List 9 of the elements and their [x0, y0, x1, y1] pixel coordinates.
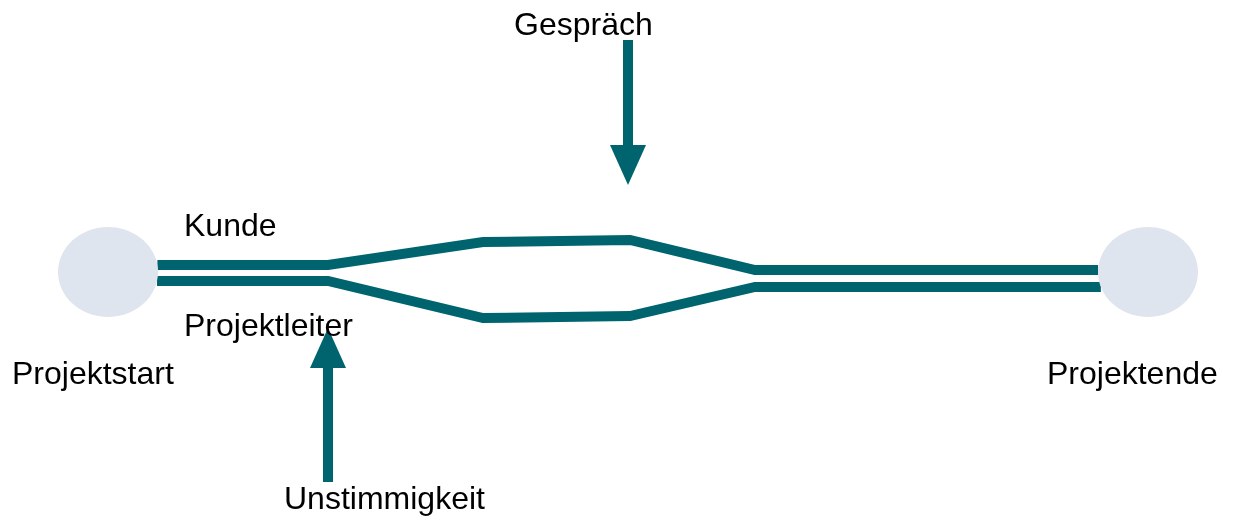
connector-line	[157, 235, 1099, 275]
edge-label: Kunde	[184, 207, 277, 243]
node-label: Projektende	[1047, 355, 1218, 391]
node-label: Unstimmigkeit	[284, 480, 485, 516]
node-label: Projektstart	[12, 355, 174, 391]
node-label: Gespräch	[514, 6, 653, 42]
edge-label: Projektleiter	[184, 307, 353, 343]
connector-line	[157, 276, 1101, 323]
arrow	[610, 40, 646, 185]
